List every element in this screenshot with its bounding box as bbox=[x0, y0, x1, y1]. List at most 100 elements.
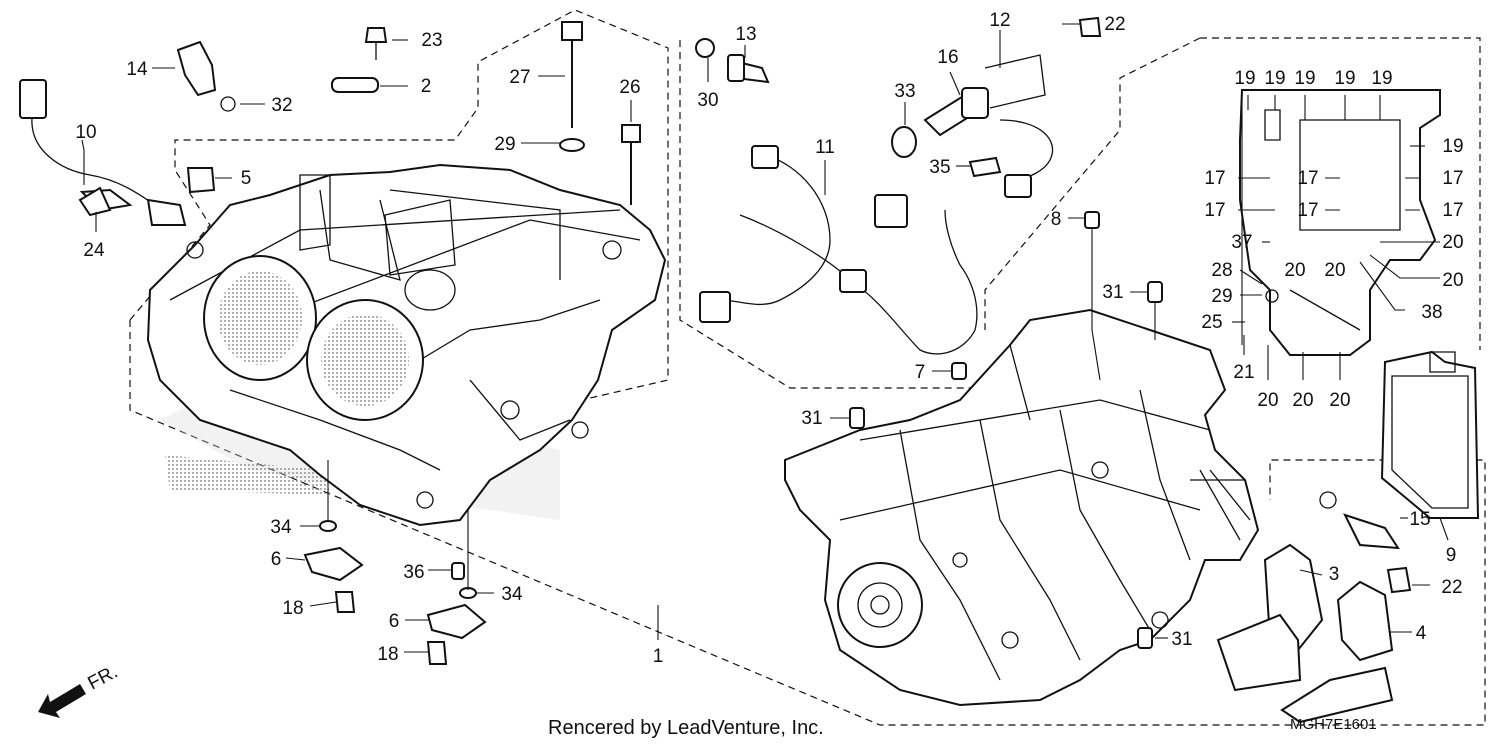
callout-22-bottom: 22 bbox=[1441, 577, 1462, 598]
callout-17-5: 17 bbox=[1297, 200, 1318, 221]
callout-25: 25 bbox=[1201, 312, 1222, 333]
oil-filter-cover-plate[interactable] bbox=[1380, 350, 1480, 519]
callout-38: 38 bbox=[1421, 302, 1442, 323]
callout-20-1: 20 bbox=[1442, 232, 1463, 253]
callout-19-6: 19 bbox=[1442, 136, 1463, 157]
clip-35[interactable] bbox=[968, 156, 1002, 178]
callout-6-right: 6 bbox=[389, 611, 400, 632]
callout-17-1: 17 bbox=[1204, 168, 1225, 189]
callout-17-3: 17 bbox=[1442, 168, 1463, 189]
washer-29[interactable] bbox=[559, 138, 585, 152]
bolt-22-bottom[interactable] bbox=[1386, 566, 1412, 594]
front-direction-label: FR. bbox=[84, 662, 121, 695]
callout-20-2: 20 bbox=[1284, 260, 1305, 281]
callout-3: 3 bbox=[1329, 564, 1340, 585]
bolt-5[interactable] bbox=[186, 167, 216, 194]
dowel-31-c[interactable] bbox=[1137, 627, 1153, 649]
callout-31-lower: 31 bbox=[1171, 629, 1192, 650]
callout-2: 2 bbox=[421, 76, 432, 97]
callout-33: 33 bbox=[894, 81, 915, 102]
dowel-31-a[interactable] bbox=[1147, 281, 1163, 303]
sensor-14[interactable] bbox=[176, 40, 236, 112]
callout-8: 8 bbox=[1051, 209, 1062, 230]
wire-harness-11[interactable] bbox=[699, 145, 978, 355]
callout-35: 35 bbox=[929, 157, 950, 178]
callout-13: 13 bbox=[735, 24, 756, 45]
plate-2[interactable] bbox=[331, 77, 379, 93]
callout-24: 24 bbox=[83, 240, 105, 261]
callout-21: 21 bbox=[1233, 362, 1254, 383]
callout-29-right: 29 bbox=[1211, 286, 1232, 307]
washer-33[interactable] bbox=[891, 126, 917, 158]
callout-14: 14 bbox=[126, 59, 148, 80]
callout-6-left: 6 bbox=[271, 549, 282, 570]
bracket-6-b[interactable] bbox=[426, 603, 487, 640]
callout-17-2: 17 bbox=[1297, 168, 1318, 189]
callout-31-upper: 31 bbox=[1102, 282, 1123, 303]
callout-30: 30 bbox=[697, 90, 718, 111]
callout-32: 32 bbox=[271, 95, 292, 116]
callout-19-2: 19 bbox=[1264, 68, 1285, 89]
callout-1: 1 bbox=[653, 646, 664, 667]
cover-3[interactable] bbox=[1216, 543, 1324, 692]
bolt-27[interactable] bbox=[561, 21, 583, 128]
callout-20-4: 20 bbox=[1442, 270, 1463, 291]
callout-20-6: 20 bbox=[1292, 390, 1313, 411]
callout-34-right: 34 bbox=[501, 584, 523, 605]
oil-pan-gasket[interactable] bbox=[1239, 89, 1441, 356]
callout-36: 36 bbox=[403, 562, 424, 583]
bolt-23[interactable] bbox=[364, 27, 388, 60]
callout-20-3: 20 bbox=[1324, 260, 1345, 281]
callout-26: 26 bbox=[619, 77, 640, 98]
group-boundaries bbox=[129, 9, 1486, 726]
callout-20-5: 20 bbox=[1257, 390, 1278, 411]
bolt-24[interactable] bbox=[78, 186, 112, 217]
callout-22-top: 22 bbox=[1104, 14, 1125, 35]
bolt-26[interactable] bbox=[621, 124, 641, 205]
dowel-8[interactable] bbox=[1084, 211, 1100, 229]
washer-34-a[interactable] bbox=[319, 520, 337, 532]
callout-19-4: 19 bbox=[1334, 68, 1355, 89]
upper-crankcase[interactable] bbox=[146, 163, 667, 527]
callout-12: 12 bbox=[989, 10, 1010, 31]
callout-37: 37 bbox=[1231, 232, 1252, 253]
cover-4[interactable] bbox=[1280, 580, 1394, 724]
callout-29-left: 29 bbox=[494, 134, 515, 155]
bolt-22-top[interactable] bbox=[1078, 16, 1102, 37]
leader-lines bbox=[81, 23, 1449, 653]
callout-34-left: 34 bbox=[270, 517, 292, 538]
callout-17-4: 17 bbox=[1204, 200, 1225, 221]
front-arrow-icon bbox=[38, 684, 86, 718]
callout-23: 23 bbox=[421, 30, 442, 51]
bolt-18-b[interactable] bbox=[426, 641, 448, 665]
callout-9: 9 bbox=[1446, 545, 1457, 566]
callout-4: 4 bbox=[1416, 623, 1427, 644]
sensor-15[interactable] bbox=[1319, 491, 1400, 550]
callout-28: 28 bbox=[1211, 260, 1232, 281]
diagram-code: MGH7E1601 bbox=[1290, 716, 1377, 733]
dowel-7[interactable] bbox=[951, 362, 967, 380]
callout-18-left: 18 bbox=[282, 598, 303, 619]
callout-11: 11 bbox=[815, 137, 835, 158]
callout-16: 16 bbox=[937, 47, 958, 68]
sensor-16[interactable] bbox=[923, 54, 1054, 198]
washer-30[interactable] bbox=[695, 38, 715, 58]
callout-19-5: 19 bbox=[1371, 68, 1392, 89]
watermark-credit: Rencered by LeadVenture, Inc. bbox=[548, 717, 824, 739]
callout-19-1: 19 bbox=[1234, 68, 1255, 89]
sensor-13[interactable] bbox=[727, 54, 770, 84]
bracket-6-a[interactable] bbox=[303, 546, 364, 582]
callout-27: 27 bbox=[509, 67, 530, 88]
lower-crankcase[interactable] bbox=[784, 308, 1260, 707]
dowel-36[interactable] bbox=[451, 562, 465, 580]
callout-15: 15 bbox=[1409, 509, 1430, 530]
bolt-18-a[interactable] bbox=[334, 591, 356, 613]
callout-19-3: 19 bbox=[1294, 68, 1315, 89]
callout-20-7: 20 bbox=[1329, 390, 1350, 411]
callout-5: 5 bbox=[241, 168, 252, 189]
callout-7: 7 bbox=[915, 362, 926, 383]
callout-17-6: 17 bbox=[1442, 200, 1463, 221]
dowel-31-b[interactable] bbox=[849, 407, 865, 429]
callout-labels: 23 2 27 29 26 14 32 10 5 24 13 30 12 22 … bbox=[75, 10, 1463, 667]
